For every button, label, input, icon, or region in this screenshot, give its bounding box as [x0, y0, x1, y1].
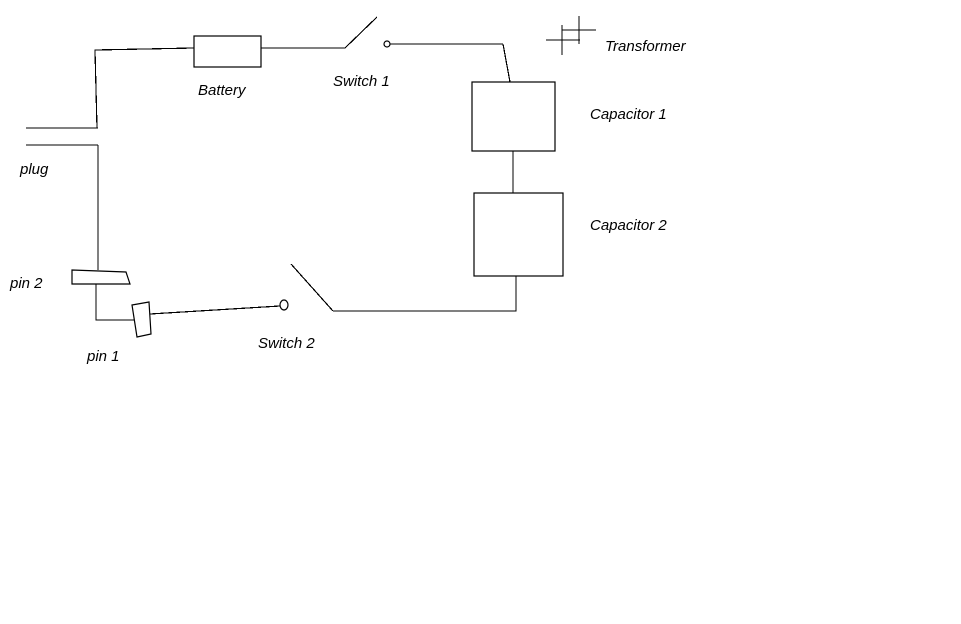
wire-plug-to-battery	[94, 47, 195, 129]
pin1-label: pin 1	[87, 348, 120, 365]
capacitor2-label: Capacitor 2	[590, 217, 667, 234]
switch1-blade	[344, 16, 378, 49]
pin2-symbol	[71, 269, 131, 285]
transformer-label: Transformer	[605, 38, 686, 55]
wire-capacitor2-to-switch2	[333, 276, 517, 312]
wire-pin2-to-pin1	[95, 284, 134, 321]
switch2-contact	[279, 299, 289, 311]
pin2-label: pin 2	[10, 275, 43, 292]
battery-label: Battery	[198, 82, 246, 99]
capacitor2-symbol	[473, 192, 564, 277]
capacitor1-symbol	[471, 81, 556, 152]
wire-down-to-capacitor1	[502, 43, 511, 83]
switch2-blade	[290, 263, 334, 312]
switch2-label: Switch 2	[258, 335, 315, 352]
plug-label: plug	[20, 161, 49, 178]
switch1-contact	[383, 40, 391, 48]
battery-symbol	[193, 35, 262, 68]
wire-switch2-to-pin1	[149, 305, 281, 315]
pin1-symbol	[131, 301, 152, 338]
capacitor1-label: Capacitor 1	[590, 106, 667, 123]
switch1-label: Switch 1	[333, 73, 390, 90]
